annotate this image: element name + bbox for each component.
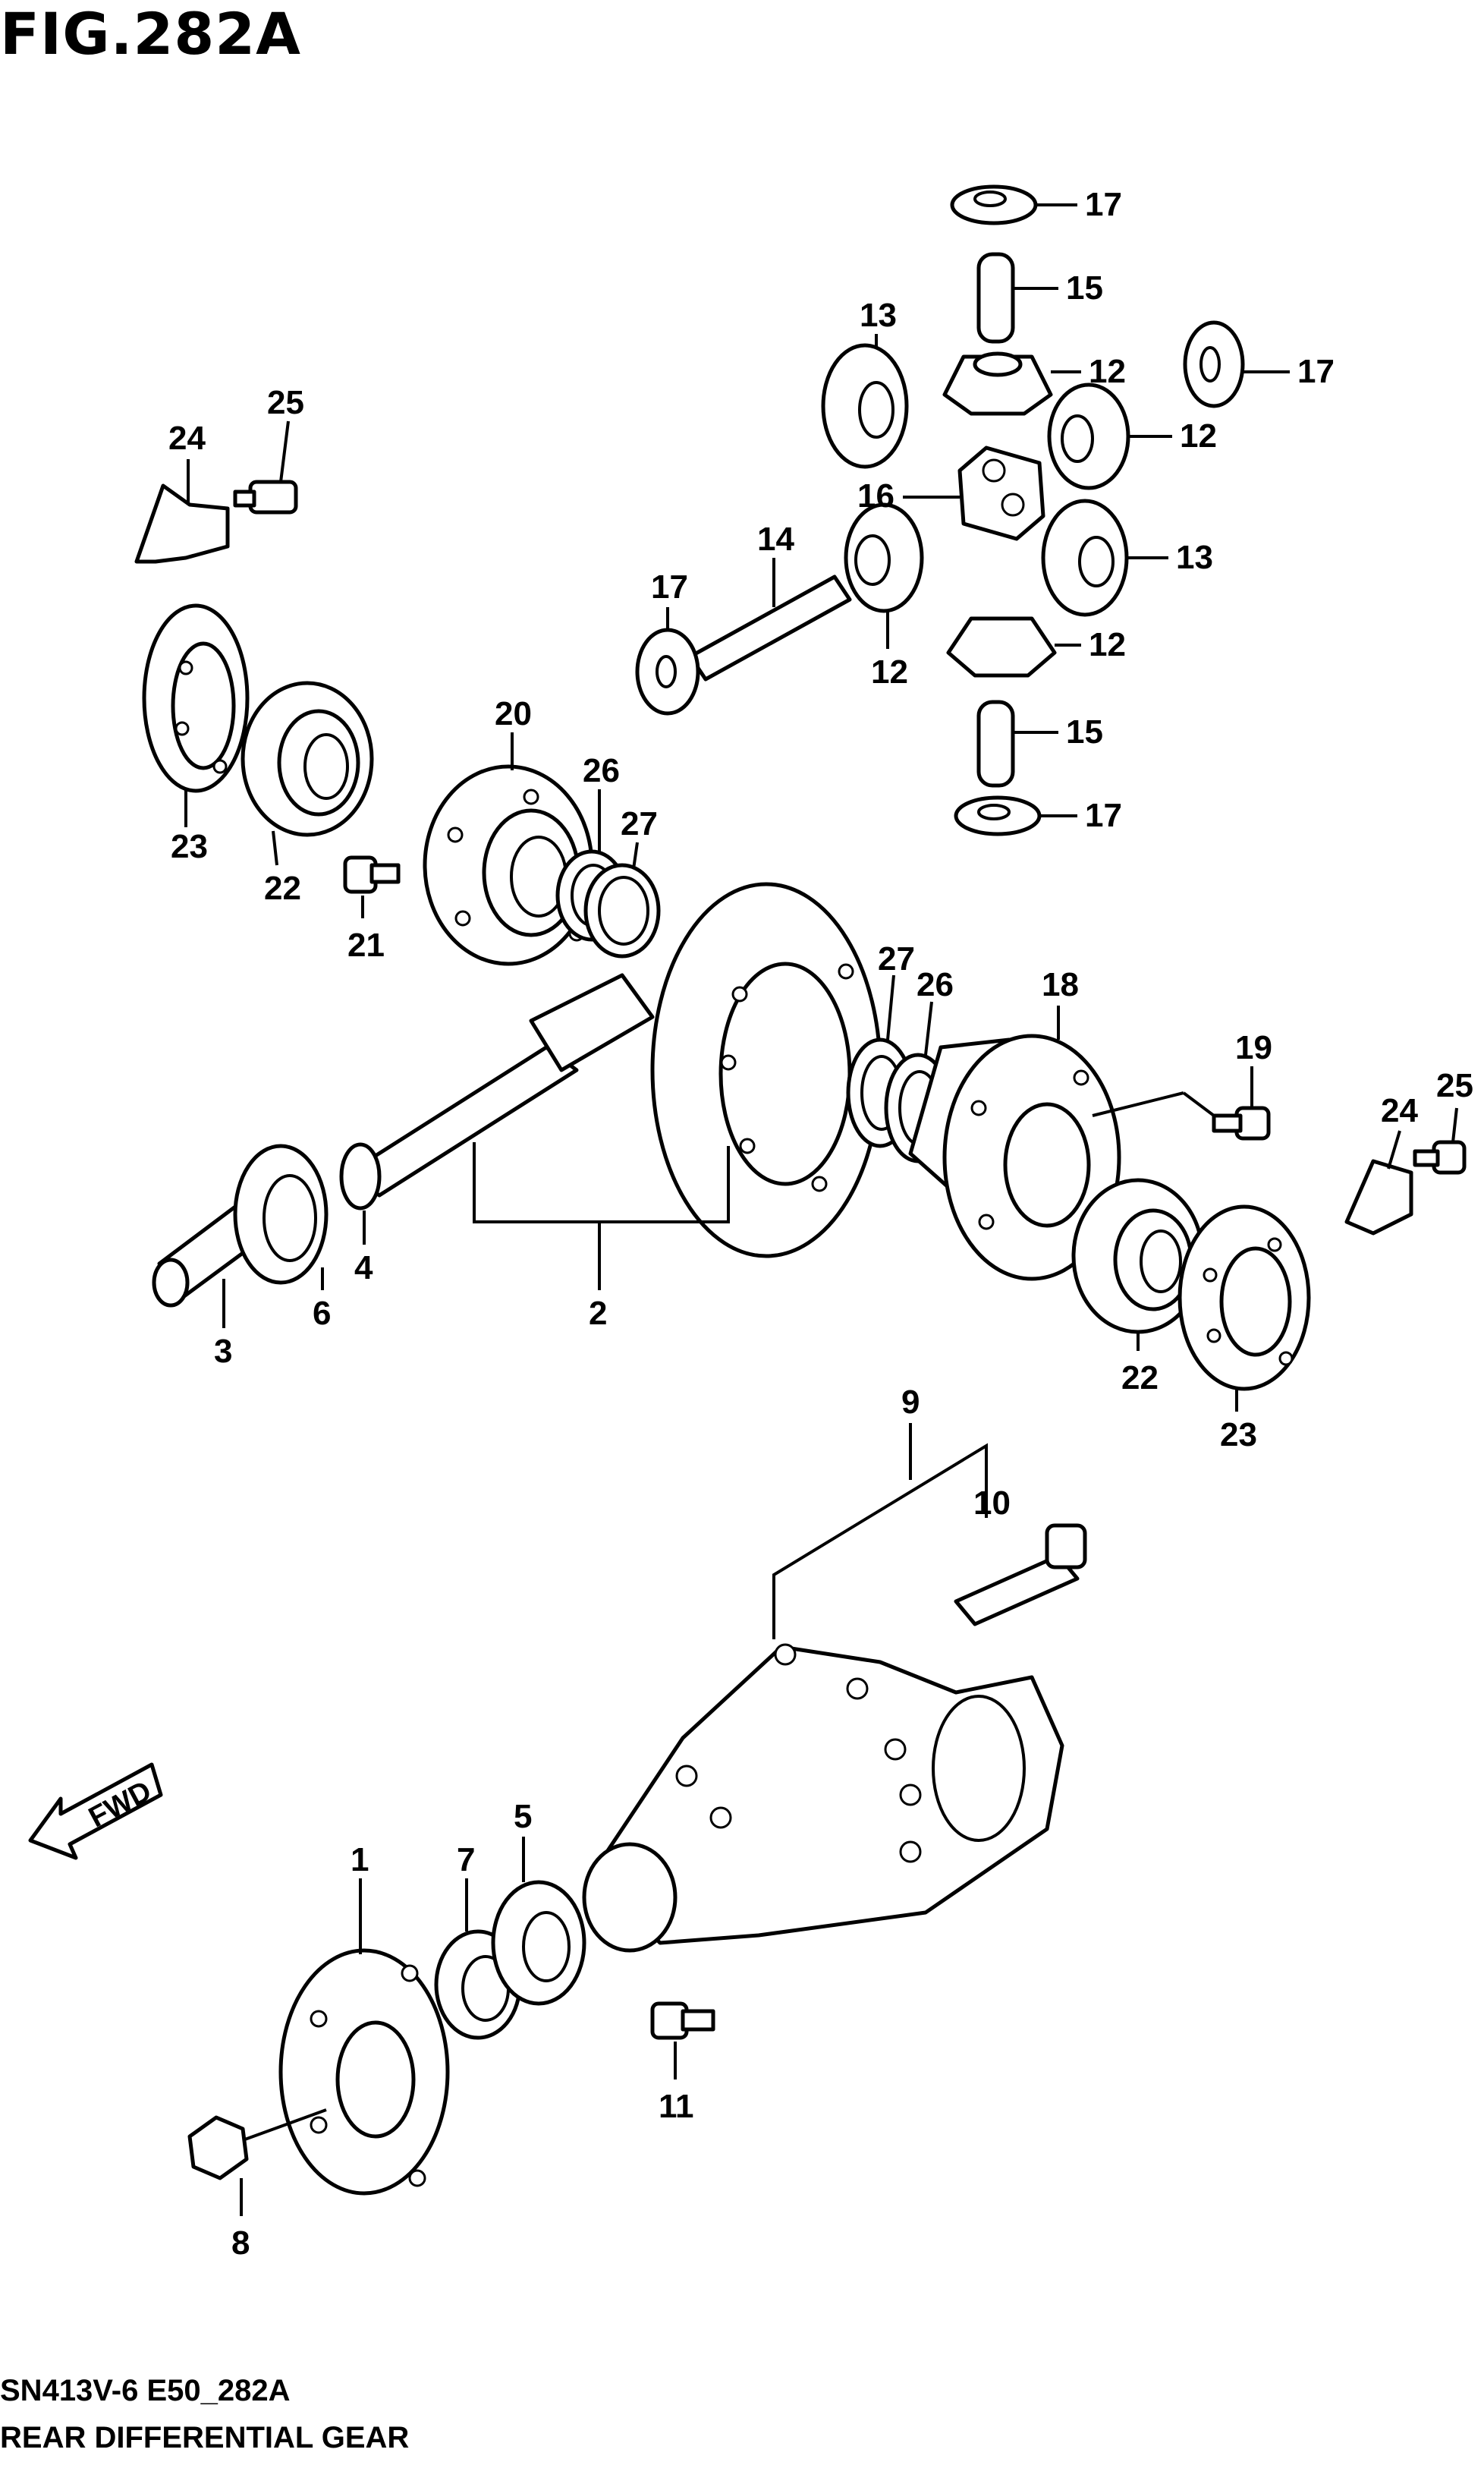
callout-17d: 17 (1085, 797, 1122, 834)
callout-15b: 15 (1066, 713, 1103, 751)
drive-pinion-shaft[interactable] (347, 973, 655, 1198)
bolt-25-left[interactable] (233, 480, 298, 515)
bolt-25-right[interactable] (1413, 1140, 1467, 1175)
oil-seal-23-left[interactable] (142, 603, 250, 793)
bolt-21[interactable] (343, 855, 401, 894)
bolt-10[interactable] (954, 1523, 1087, 1626)
callout-group: 23 22 24 25 21 20 26 27 17 14 12 13 16 1… (168, 186, 1473, 2262)
shim-27-upper[interactable] (583, 863, 661, 959)
pinion-gear-12-left[interactable] (844, 502, 924, 613)
side-gear-13-upper-left[interactable] (821, 343, 909, 469)
callout-12c: 12 (1180, 417, 1217, 455)
differential-case-18[interactable] (908, 1034, 1121, 1281)
callout-14: 14 (757, 521, 794, 558)
callout-13a: 13 (860, 297, 897, 334)
callout-24b: 24 (1381, 1092, 1418, 1129)
callout-20: 20 (495, 695, 532, 732)
callout-10: 10 (973, 1484, 1011, 1522)
callout-3: 3 (214, 1333, 232, 1370)
callout-6: 6 (313, 1295, 331, 1332)
pinion-gear-12-top[interactable] (942, 351, 1053, 416)
callout-17b: 17 (1085, 186, 1122, 223)
callout-26b: 26 (916, 966, 954, 1003)
callout-8: 8 (231, 2224, 250, 2262)
callout-26a: 26 (583, 752, 620, 789)
figure-title: FIG.282A (0, 0, 301, 68)
pin-15-top[interactable] (976, 252, 1015, 344)
nut-axis-line (242, 2108, 327, 2142)
callout-11: 11 (659, 2088, 694, 2125)
callout-23b: 23 (1220, 1416, 1257, 1453)
callout-25b: 25 (1436, 1067, 1473, 1104)
bolt-19[interactable] (1212, 1106, 1271, 1141)
pinion-block-16[interactable] (957, 445, 1045, 541)
callout-12b: 12 (1089, 353, 1126, 390)
companion-flange-1[interactable] (278, 1948, 450, 2196)
callout-17c: 17 (1297, 353, 1335, 390)
bearing-6[interactable] (233, 1144, 329, 1285)
callout-22a: 22 (264, 870, 301, 907)
spacer-4[interactable] (339, 1142, 382, 1211)
callout-23a: 23 (171, 828, 208, 865)
callout-4: 4 (354, 1249, 373, 1286)
thrust-washer-17-right[interactable] (1183, 320, 1245, 408)
collar-3[interactable] (152, 1204, 256, 1308)
thrust-washer-17-left[interactable] (635, 628, 700, 716)
callout-24a: 24 (168, 420, 206, 457)
bearing-22-left[interactable] (241, 681, 374, 837)
callout-21: 21 (347, 927, 385, 964)
oil-seal-23-right[interactable] (1177, 1204, 1311, 1391)
nut-8[interactable] (187, 2115, 249, 2180)
pinion-gear-12-lower[interactable] (946, 616, 1057, 678)
differential-housing-9[interactable] (582, 1643, 1064, 1953)
bracket-24-right[interactable] (1344, 1159, 1413, 1236)
callout-27b: 27 (878, 940, 915, 978)
pinion-gear-12-right-upper[interactable] (1047, 383, 1130, 490)
callout-2: 2 (589, 1295, 607, 1332)
callout-27a: 27 (621, 805, 658, 842)
callout-19: 19 (1235, 1029, 1272, 1066)
bolt-11[interactable] (650, 2001, 715, 2040)
side-gear-13-right[interactable] (1041, 499, 1129, 617)
callout-17a: 17 (651, 568, 688, 606)
callout-1: 1 (351, 1841, 369, 1878)
model-code: SN413V-6 E50_282A (0, 2374, 291, 2407)
callout-25a: 25 (267, 384, 304, 421)
callout-5: 5 (514, 1798, 532, 1835)
callout-12a: 12 (871, 653, 908, 691)
ring-gear[interactable] (650, 882, 882, 1258)
thrust-washer-17-bottom[interactable] (954, 795, 1042, 836)
callout-13b: 13 (1176, 539, 1213, 576)
bracket-24-left[interactable] (134, 483, 230, 564)
pinion-shaft-14[interactable] (688, 575, 852, 682)
callout-22b: 22 (1121, 1359, 1159, 1396)
thrust-washer-17-top[interactable] (950, 184, 1038, 225)
callout-7: 7 (457, 1841, 475, 1878)
figure-name: REAR DIFFERENTIAL GEAR (0, 2421, 410, 2454)
fwd-arrow-icon: FWD (28, 1762, 163, 1860)
pin-15-bottom[interactable] (976, 700, 1015, 788)
callout-12d: 12 (1089, 626, 1126, 663)
callout-16: 16 (857, 477, 894, 515)
callout-18: 18 (1042, 966, 1079, 1003)
bearing-5[interactable] (491, 1880, 586, 2006)
callout-15a: 15 (1066, 269, 1103, 307)
callout-9: 9 (901, 1384, 920, 1421)
